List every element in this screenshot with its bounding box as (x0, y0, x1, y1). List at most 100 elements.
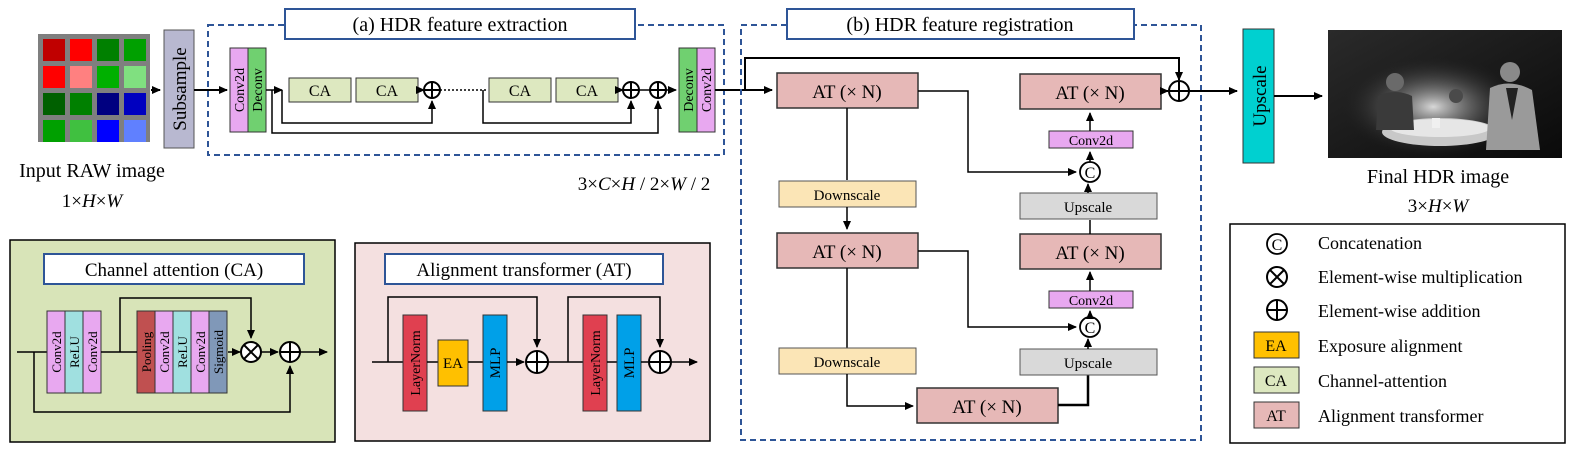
ca-label-3: CA (509, 83, 532, 100)
at-label-enc-2: AT (× N) (812, 242, 881, 263)
add-op-2 (622, 81, 640, 99)
input-label: Input RAW image (19, 160, 165, 182)
mlp-block-2 (616, 314, 642, 412)
add-op-1 (423, 81, 441, 99)
raw-grid-cell (97, 66, 119, 88)
extraction-title-box (284, 8, 636, 40)
concat-op-2: C (1079, 161, 1101, 183)
ca-panel-block-label: ReLU (67, 336, 82, 368)
legend-ea-label: Exposure alignment (1318, 336, 1462, 356)
conv2d-dec-label-1: Conv2d (1069, 294, 1113, 309)
legend-concat-symbol: C (1266, 233, 1288, 255)
mlp-label-2: MLP (622, 348, 638, 379)
raw-grid-cell (70, 66, 92, 88)
registration-title: (b) HDR feature registration (846, 14, 1073, 36)
legend-at-label: Alignment transformer (1318, 406, 1483, 426)
at-block-enc-1 (776, 72, 919, 109)
ca-panel-block-label: Pooling (139, 331, 154, 372)
ca-block-2 (355, 77, 419, 103)
downscale-block-2 (778, 347, 917, 375)
skip-connection-global (744, 57, 1183, 90)
upscale-big-label: Upscale (1250, 65, 1271, 126)
registration-title-box (786, 8, 1135, 40)
mlp-label-1: MLP (488, 348, 504, 379)
layernorm-label-1: LayerNorm (409, 330, 424, 395)
conv2d-label-left: Conv2d (233, 68, 248, 112)
at-label-dec-1: AT (× N) (1055, 243, 1124, 264)
downscale-block-1 (778, 180, 917, 208)
skip-connection-1 (281, 90, 436, 124)
ca-panel-title-box (43, 253, 305, 285)
ca-panel-block-label: Conv2d (85, 331, 100, 373)
raw-grid-cell (43, 93, 65, 115)
ca-block-1 (288, 77, 352, 103)
legend-at-symbol: AT (1266, 408, 1286, 425)
raw-grid-cell (70, 93, 92, 115)
deconv-label-left: Deconv (251, 68, 266, 112)
deconv-label-right: Deconv (682, 68, 697, 112)
downscale-label-1: Downscale (814, 188, 881, 204)
raw-grid-cells (43, 39, 146, 142)
raw-grid-cell (124, 120, 146, 142)
ca-block-3 (488, 77, 552, 103)
svg-text:C: C (1085, 320, 1096, 337)
subsample-block (163, 29, 195, 149)
ca-panel-block-label: Sigmoid (211, 329, 226, 374)
legend-concat-label: Concatenation (1318, 233, 1422, 253)
raw-grid-cell (43, 39, 65, 61)
ca-panel-block-label: ReLU (175, 336, 190, 368)
skip-enc2-concat1 (918, 250, 1077, 331)
at-panel-title: Alignment transformer (AT) (416, 260, 631, 281)
ea-label: EA (443, 356, 463, 372)
conv2d-dec-1 (1048, 290, 1134, 309)
ca-panel-skip-mul (119, 297, 255, 352)
extraction-title: (a) HDR feature extraction (353, 14, 568, 36)
mul-op-ca (240, 341, 262, 363)
at-block-bottleneck (916, 387, 1059, 424)
svg-text:C: C (1085, 165, 1096, 182)
ca-panel-block-label: Conv2d (157, 331, 172, 373)
add-op-at-2 (648, 350, 672, 374)
ea-block (437, 339, 469, 387)
at-block-enc-2 (776, 232, 919, 269)
add-op-registration (1168, 80, 1190, 102)
layernorm-label-2: LayerNorm (589, 330, 604, 395)
layernorm-block-1 (402, 314, 428, 412)
at-label-dec-2: AT (× N) (1055, 83, 1124, 104)
raw-grid-cell (70, 120, 92, 142)
skip-connection-2 (482, 90, 635, 124)
legend-ea-symbol: EA (1265, 338, 1287, 355)
input-raw-image (38, 34, 150, 142)
add-op-at-1 (525, 350, 549, 374)
legend-mul-symbol (1266, 266, 1288, 288)
ca-panel-block-label: Conv2d (49, 331, 64, 373)
link-bottleneck-upscale1 (1058, 375, 1090, 407)
skip-enc1-concat2 (918, 90, 1077, 176)
raw-grid-cell (124, 93, 146, 115)
legend-ca-label: Channel-attention (1318, 371, 1447, 391)
at-panel-skip-2 (567, 296, 664, 362)
legend-add-symbol (1266, 299, 1288, 321)
at-panel-skip-1 (387, 296, 541, 362)
ca-label-4: CA (576, 83, 599, 100)
add-op-ca-panel (279, 341, 301, 363)
at-label-enc-1: AT (× N) (812, 82, 881, 103)
legend-mul-label: Element-wise multiplication (1318, 267, 1522, 287)
ca-panel-block (208, 310, 228, 394)
ca-panel-block-label: Conv2d (193, 331, 208, 373)
legend-ca-swatch (1253, 366, 1300, 394)
concat-op-1: C (1079, 316, 1101, 338)
feature-dims: 3×C×H / 2×W / 2 (578, 174, 710, 195)
raw-grid-cell (124, 39, 146, 61)
layernorm-block-2 (582, 314, 608, 412)
conv2d-label-right: Conv2d (700, 68, 715, 112)
conv2d-dec-2 (1048, 130, 1134, 149)
output-dims: 3×H×W (1408, 196, 1471, 217)
upscale-block-2 (1019, 192, 1158, 220)
legend-ea-swatch (1253, 331, 1300, 359)
raw-grid-cell (43, 66, 65, 88)
input-dims: 1×H×W (62, 191, 125, 212)
skip-connection-long (271, 90, 662, 134)
